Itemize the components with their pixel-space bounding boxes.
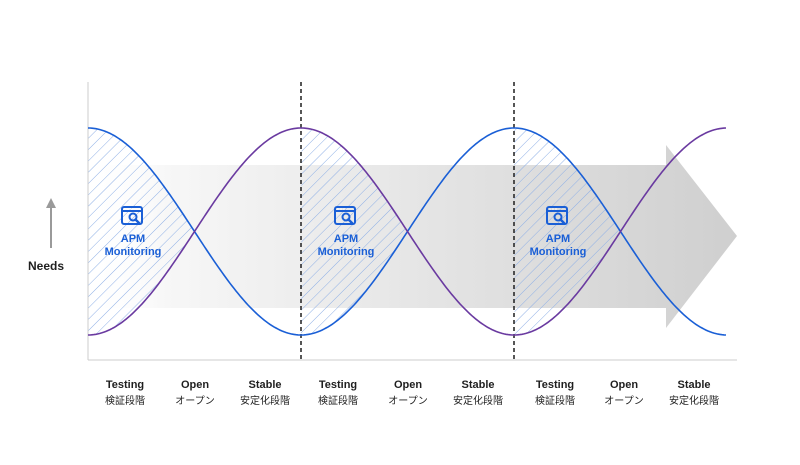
phase-label: Stable 安定化段階	[644, 378, 744, 409]
monitoring-label: Monitoring	[104, 246, 162, 258]
phase-name-ja: 検証段階	[318, 396, 358, 407]
phase-name: Open	[180, 379, 210, 391]
phase-label: Open オープン	[574, 378, 674, 409]
phase-label: Testing 検証段階	[505, 378, 605, 409]
phase-name: Testing	[318, 379, 358, 391]
phase-label: Testing 検証段階	[288, 378, 388, 409]
apm-label: APM	[333, 233, 359, 245]
hatched-region-3	[514, 128, 621, 335]
phase-name: Testing	[105, 379, 145, 391]
phase-name-ja: 検証段階	[105, 396, 145, 407]
phase-label: Stable 安定化段階	[215, 378, 315, 409]
phase-name: Testing	[535, 379, 575, 391]
apm-label: APM	[545, 233, 571, 245]
apm-monitoring-badge: APM Monitoring	[513, 206, 603, 259]
y-axis-label: Needs	[28, 259, 65, 273]
phase-label: Open オープン	[145, 378, 245, 409]
phase-name-ja: 安定化段階	[669, 396, 719, 407]
apm-monitoring-badge: APM Monitoring	[301, 206, 391, 259]
monitor-search-icon	[121, 206, 143, 225]
needs-curve-purple	[88, 127, 727, 336]
monitor-search-icon	[546, 206, 568, 225]
phase-name: Stable	[461, 379, 495, 391]
hatched-region-2	[301, 128, 408, 335]
monitor-search-icon	[334, 206, 356, 225]
phase-name-ja: オープン	[604, 396, 644, 407]
up-arrow-head-icon	[46, 198, 56, 208]
hatched-region-1	[88, 128, 195, 335]
phase-name-ja: オープン	[388, 396, 428, 407]
phase-name: Open	[393, 379, 423, 391]
phase-name-ja: 安定化段階	[453, 396, 503, 407]
phase-name-ja: 安定化段階	[240, 396, 290, 407]
phase-label: Testing 検証段階	[75, 378, 175, 409]
phase-name: Stable	[248, 379, 282, 391]
phase-name: Stable	[677, 379, 711, 391]
hatched-regions	[88, 128, 621, 335]
phase-name: Open	[609, 379, 639, 391]
phase-name-ja: 検証段階	[535, 396, 575, 407]
phase-label: Stable 安定化段階	[428, 378, 528, 409]
phase-label: Open オープン	[358, 378, 458, 409]
monitoring-label: Monitoring	[529, 246, 587, 258]
apm-monitoring-badge: APM Monitoring	[88, 206, 178, 259]
monitoring-label: Monitoring	[317, 246, 375, 258]
apm-label: APM	[120, 233, 146, 245]
phase-name-ja: オープン	[175, 396, 215, 407]
